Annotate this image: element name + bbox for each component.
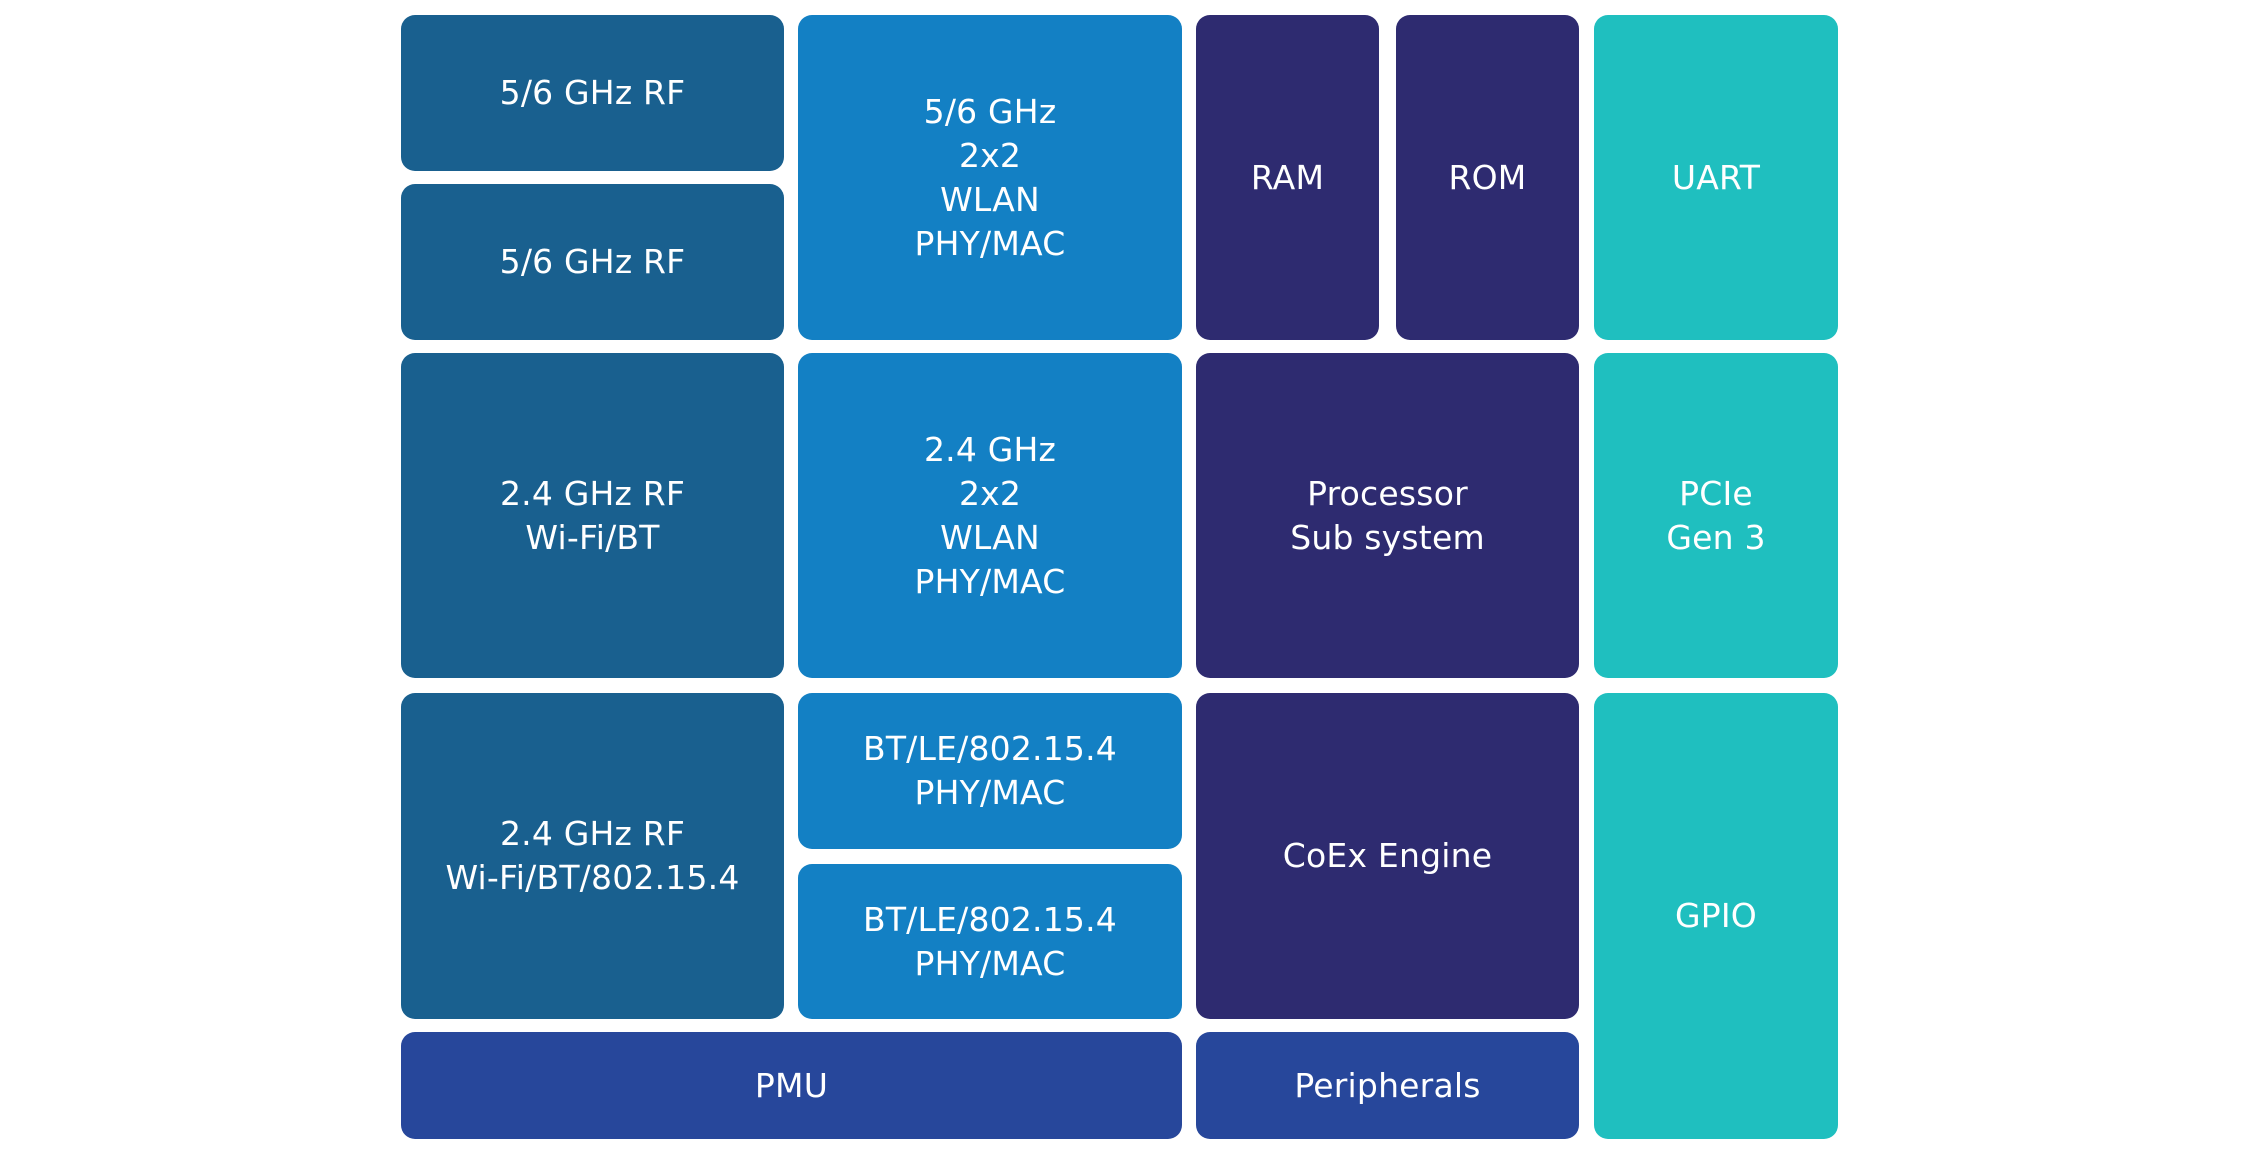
bt-le-802154-phy-mac-block-2: BT/LE/802.15.4 PHY/MAC	[798, 864, 1182, 1019]
coex-engine-block: CoEx Engine	[1196, 693, 1579, 1019]
wlan-2-4ghz-phy-mac-block: 2.4 GHz 2x2 WLAN PHY/MAC	[798, 353, 1182, 678]
wlan-5-6ghz-phy-mac-block: 5/6 GHz 2x2 WLAN PHY/MAC	[798, 15, 1182, 340]
rf-5-6ghz-block-2: 5/6 GHz RF	[401, 184, 784, 340]
bt-le-802154-phy-mac-block-1: BT/LE/802.15.4 PHY/MAC	[798, 693, 1182, 849]
rf-2-4ghz-wifi-bt-802154-block: 2.4 GHz RF Wi-Fi/BT/802.15.4	[401, 693, 784, 1019]
uart-block: UART	[1594, 15, 1838, 340]
peripherals-block: Peripherals	[1196, 1032, 1579, 1139]
pmu-block: PMU	[401, 1032, 1182, 1139]
rf-2-4ghz-wifi-bt-block: 2.4 GHz RF Wi-Fi/BT	[401, 353, 784, 678]
ram-block: RAM	[1196, 15, 1379, 340]
pcie-gen3-block: PCIe Gen 3	[1594, 353, 1838, 678]
rom-block: ROM	[1396, 15, 1579, 340]
gpio-block: GPIO	[1594, 693, 1838, 1139]
processor-subsystem-block: Processor Sub system	[1196, 353, 1579, 678]
rf-5-6ghz-block-1: 5/6 GHz RF	[401, 15, 784, 171]
